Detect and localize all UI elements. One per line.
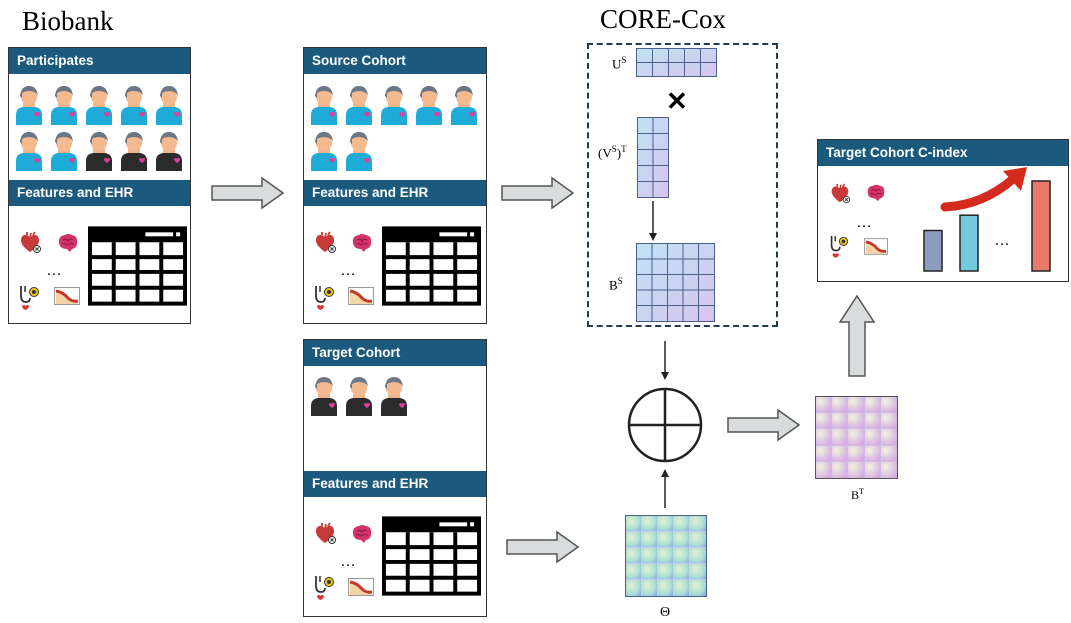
brain-icon: [352, 233, 372, 253]
ellipsis: …: [340, 553, 356, 570]
core-cox-box: [587, 43, 778, 327]
stethoscope-icon: [830, 235, 849, 258]
us-label-sup: S: [621, 55, 627, 65]
core-cox-title: CORE-Cox: [600, 4, 727, 34]
bs-label-base: B: [609, 277, 618, 293]
ellipsis: …: [994, 232, 1010, 249]
vs-matrix: [637, 117, 669, 198]
trend-arrow-icon: [940, 167, 1027, 212]
vs-label-sup: S: [611, 144, 617, 154]
vs-label-transpose: T: [621, 144, 627, 154]
vs-label-close: ): [616, 145, 622, 161]
arrow-bt-to-cindex: [838, 294, 876, 377]
table-icon: [88, 226, 187, 306]
theta-matrix: [625, 515, 707, 597]
vs-label: (VS)T: [598, 144, 627, 161]
arrow-source-to-core: [501, 176, 575, 210]
ellipsis: …: [46, 262, 62, 279]
multiply-icon: ✕: [666, 86, 688, 116]
us-label: US: [612, 55, 626, 72]
bt-matrix: [815, 396, 898, 479]
ellipsis: …: [340, 262, 356, 279]
participates-features-header: Features and EHR: [9, 180, 190, 206]
participant-icons: [16, 86, 182, 171]
chart-card-icon: [54, 287, 80, 305]
stethoscope-icon: [20, 285, 40, 310]
us-label-base: U: [612, 56, 622, 72]
target-cohort-header: Target Cohort: [304, 340, 486, 366]
table-icon: [382, 226, 481, 306]
heart-icon: [315, 231, 337, 254]
cindex-bars: [923, 180, 1051, 272]
stethoscope-icon: [315, 575, 335, 600]
chart-card-icon: [864, 238, 888, 255]
heart-icon: [315, 522, 337, 545]
cindex-header: Target Cohort C-index: [818, 140, 1068, 166]
table-icon: [382, 516, 481, 596]
bs-matrix: [636, 243, 715, 322]
vs-label-base: (V: [598, 145, 612, 161]
cindex-bar: [1031, 180, 1051, 272]
source-participant-icons: [311, 86, 477, 171]
brain-icon: [867, 184, 885, 202]
heart-icon: [830, 183, 851, 204]
arrow-theta-to-sum: [661, 469, 669, 508]
theta-label: Θ: [660, 605, 671, 620]
cindex-bar: [923, 229, 943, 272]
arrow-sum-to-bt: [727, 408, 801, 442]
us-matrix: [636, 48, 717, 77]
arrow-core-to-sum: [661, 341, 669, 380]
source-cohort-header: Source Cohort: [304, 48, 486, 74]
brain-icon: [352, 524, 372, 544]
biobank-title: Biobank: [22, 6, 114, 36]
cindex-bar: [959, 214, 979, 272]
stethoscope-icon: [315, 285, 335, 310]
bt-label: BT: [851, 487, 864, 503]
bs-label-sup: S: [617, 276, 623, 286]
ellipsis: …: [856, 214, 872, 231]
participates-header: Participates: [9, 48, 190, 74]
arrow-target-to-theta: [506, 530, 580, 564]
bs-label: BS: [609, 276, 623, 293]
target-participant-icons: [311, 377, 407, 416]
sum-operator-icon: [627, 387, 703, 463]
source-features-header: Features and EHR: [304, 180, 486, 206]
bt-label-base: B: [851, 488, 860, 502]
chart-card-icon: [348, 287, 374, 305]
arrow-biobank-to-source: [211, 176, 285, 210]
chart-card-icon: [348, 578, 374, 596]
brain-icon: [58, 233, 78, 253]
arrow-v-to-b: [649, 201, 657, 241]
bt-label-sup: T: [859, 487, 864, 496]
heart-icon: [20, 231, 42, 254]
target-features-header: Features and EHR: [304, 471, 486, 497]
